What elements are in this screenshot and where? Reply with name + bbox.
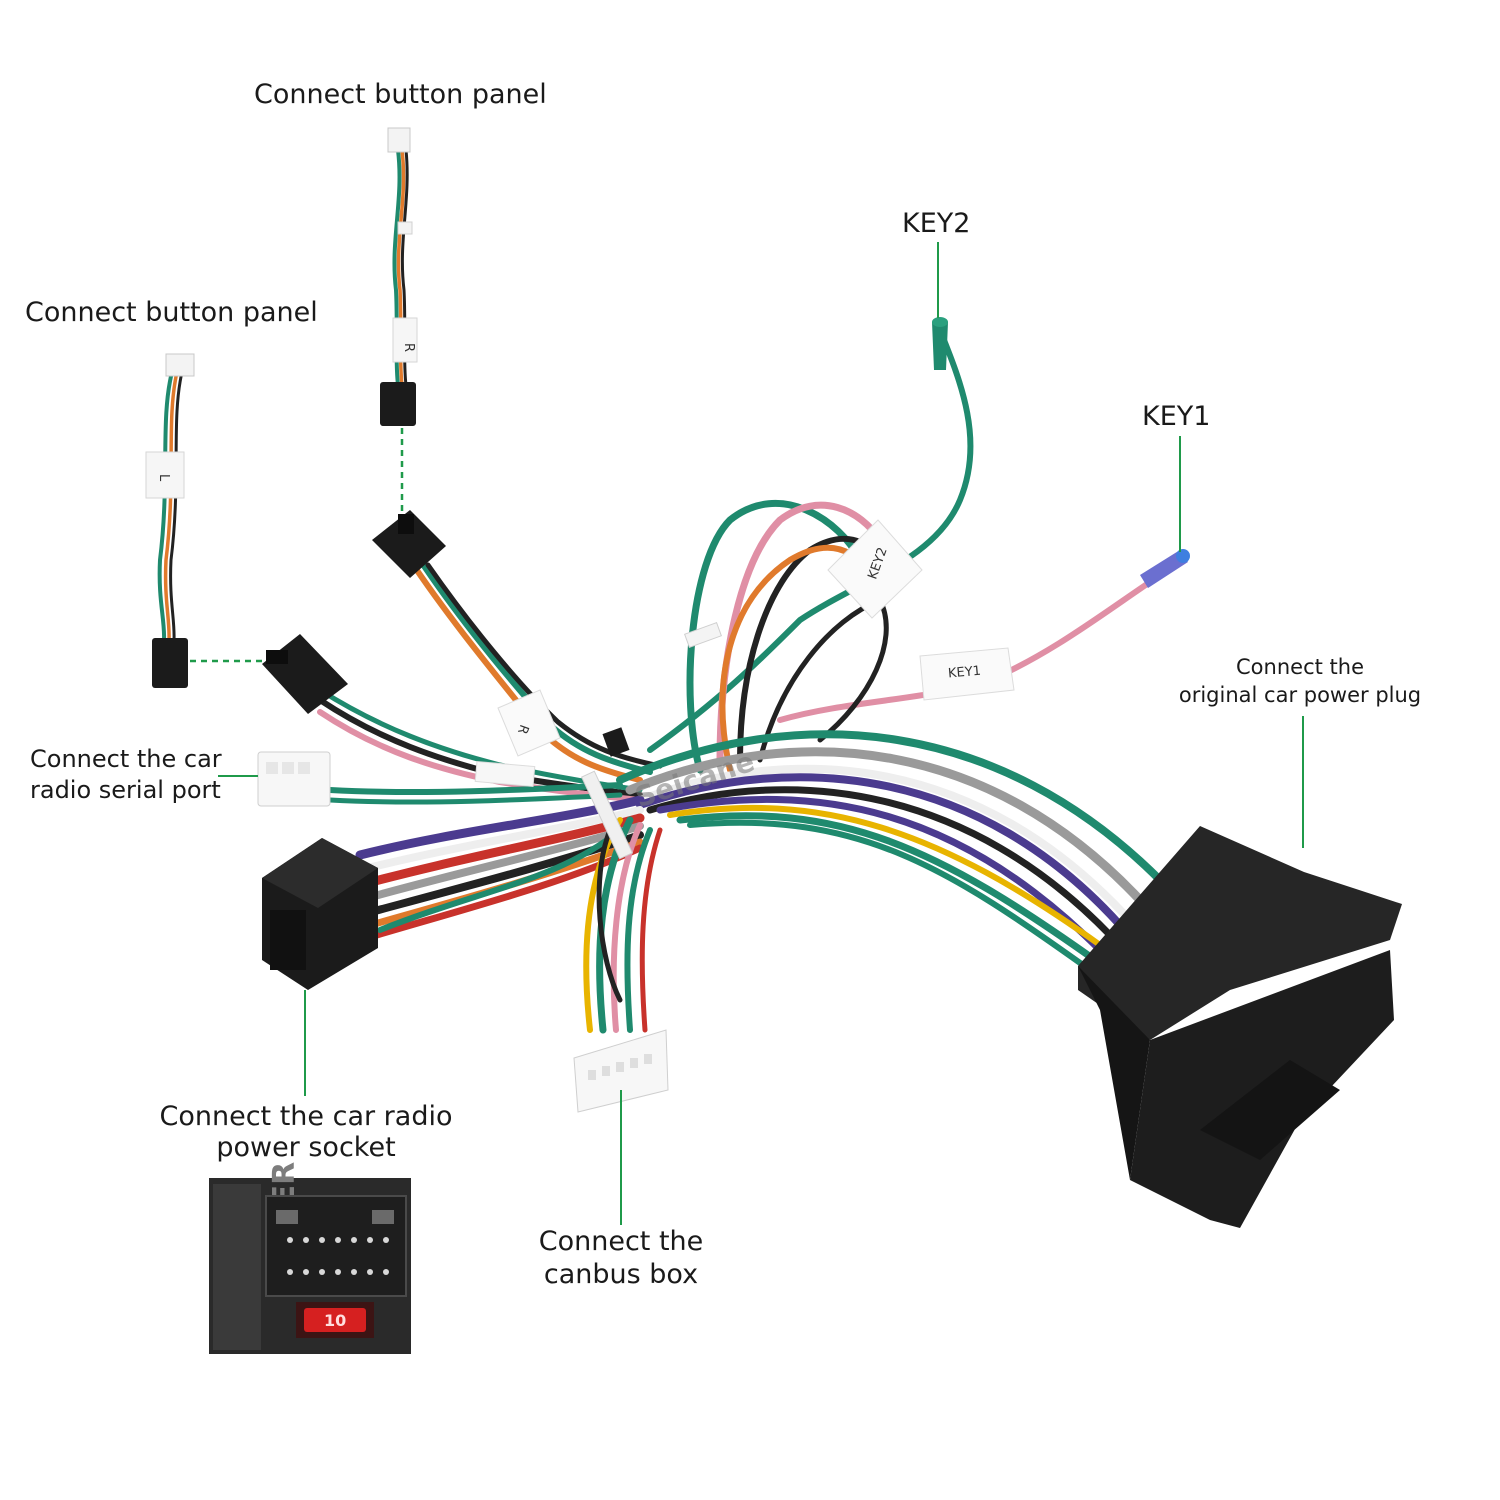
label-canbus: Connect the canbus box bbox=[501, 1226, 741, 1290]
label-canbus-line2: canbus box bbox=[543, 1259, 699, 1291]
lower-r-wire-tag: R bbox=[497, 689, 561, 757]
key1-tag-text: KEY1 bbox=[947, 664, 981, 682]
label-serial-port: Connect the car radio serial port bbox=[30, 745, 222, 804]
zip-tie bbox=[580, 770, 634, 860]
inset-pin-grid bbox=[287, 1237, 389, 1275]
label-serial-port-line1: Connect the car bbox=[30, 745, 222, 773]
inset-fuse bbox=[304, 1308, 366, 1332]
top-lead-tag-r: R bbox=[401, 343, 416, 352]
left-button-panel-lead: L bbox=[145, 353, 195, 688]
power-socket-inset: POWER 10 bbox=[209, 1162, 411, 1354]
canbus-connector bbox=[573, 1029, 669, 1113]
label-key2: KEY2 bbox=[902, 208, 971, 239]
power-socket-connector bbox=[262, 838, 378, 990]
label-key1: KEY1 bbox=[1142, 401, 1211, 432]
label-power-socket-line2: power socket bbox=[216, 1132, 396, 1164]
zip-tie bbox=[602, 727, 630, 757]
label-power-plug-line2: original car power plug bbox=[1178, 683, 1422, 708]
label-power-plug-line1: Connect the bbox=[1236, 655, 1364, 679]
left-pair-connector bbox=[262, 634, 348, 714]
main-wire-bundle bbox=[317, 327, 1179, 1034]
pink-wire-sleeve bbox=[474, 760, 536, 788]
inset-fuse-text: 10 bbox=[324, 1311, 346, 1330]
label-button-panel-left: Connect button panel bbox=[25, 297, 318, 328]
top-pair-connector bbox=[372, 510, 446, 578]
key1-wire-tag: KEY1 bbox=[919, 647, 1015, 701]
label-power-plug: Connect the original car power plug bbox=[1170, 655, 1430, 707]
serial-port-connector bbox=[257, 751, 331, 807]
key2-wire-tip bbox=[932, 317, 948, 370]
label-canbus-line1: Connect the bbox=[538, 1226, 704, 1257]
top-button-panel-lead: R bbox=[380, 127, 418, 426]
label-power-socket-line1: Connect the car radio bbox=[159, 1101, 453, 1132]
label-serial-port-line2: radio serial port bbox=[30, 775, 221, 804]
label-power-socket: Connect the car radio power socket bbox=[146, 1101, 466, 1163]
leader-lines bbox=[218, 242, 1304, 1225]
key2-wire-tag: KEY2 bbox=[827, 519, 923, 619]
zip-tie bbox=[683, 621, 723, 649]
key1-wire-tip bbox=[1140, 549, 1190, 588]
label-button-panel-top: Connect button panel bbox=[254, 79, 547, 110]
left-lead-tag-l: L bbox=[156, 474, 171, 482]
car-power-plug bbox=[1078, 826, 1402, 1228]
